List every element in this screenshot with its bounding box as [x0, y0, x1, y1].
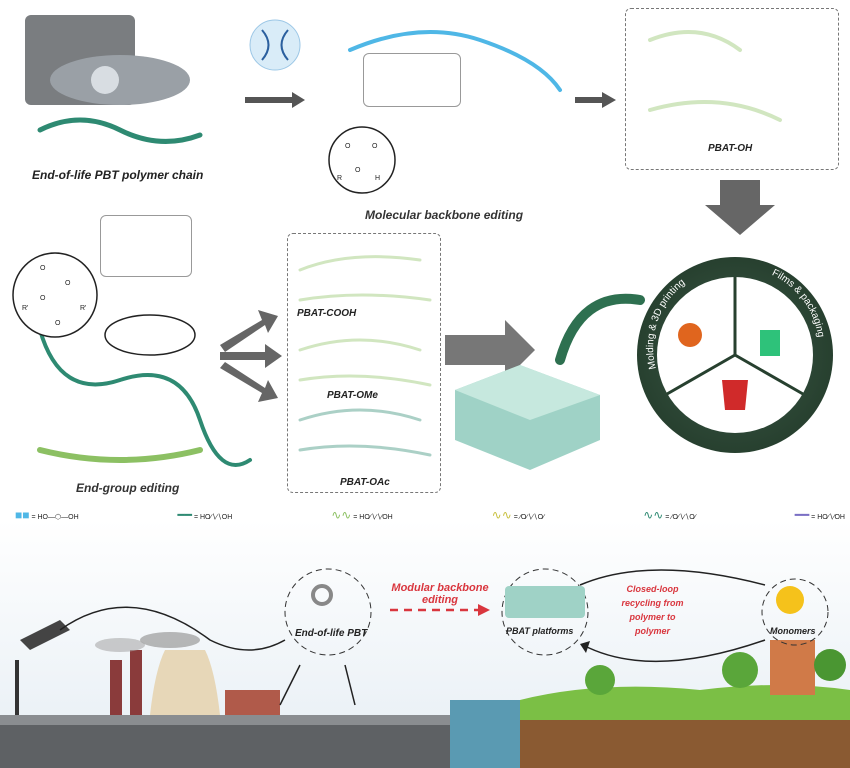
variant-cooh: PBAT-COOH	[297, 308, 357, 319]
dna-icon	[249, 19, 301, 71]
svg-text:R': R'	[80, 305, 86, 312]
monomers-label: Monomers	[770, 626, 816, 636]
endgroup-inset	[12, 252, 98, 338]
legend-item-butanediol-diacetate: ∿∿ = ∕O∕∖∕∖O∕	[643, 508, 696, 522]
pbat-oh-box	[625, 8, 839, 170]
backbone-inset	[328, 126, 396, 194]
filament-spool-icon	[678, 323, 702, 347]
platforms-circle	[501, 568, 589, 656]
pbt-scrap-image	[25, 15, 190, 105]
svg-text:O: O	[372, 143, 378, 150]
variants-box	[287, 233, 441, 493]
big-arrow-icon	[445, 320, 535, 380]
variant-ome: PBAT-OMe	[327, 390, 378, 401]
legend-item-dimethyl-adipate: ∿∿ = ∕O∕∖∕∖O∕	[491, 508, 545, 522]
svg-text:O: O	[65, 280, 71, 287]
legend-item-succinic-acid: ━━ = HO∕∖∕OH	[794, 508, 845, 522]
svg-text:R': R'	[22, 305, 28, 312]
end-of-life-circle	[284, 568, 372, 656]
variant-oac: PBAT-OAc	[340, 477, 390, 488]
repeat-unit-box	[363, 53, 461, 107]
legend-item-terephthalic-acid: ■■ = HO—⬡—OH	[15, 508, 79, 522]
svg-text:O: O	[55, 320, 61, 327]
polluted-landscape	[0, 620, 450, 768]
pbat-platforms-label: PBAT platforms	[506, 626, 574, 636]
monomers-circle	[761, 578, 829, 646]
legend-item-adipic-acid: ∿∿ = HO∕∖∕∖∕OH	[331, 508, 393, 522]
monomer-legend: ■■ = HO—⬡—OH ━━ = HO∕∖∕∖OH ∿∿ = HO∕∖∕∖∕O…	[15, 508, 845, 522]
backbone-editing-label: Molecular backbone editing	[365, 208, 524, 222]
end-group-editing-label: End-group editing	[76, 481, 180, 495]
tshirt-icon	[722, 380, 748, 410]
gear-icon	[311, 584, 333, 606]
pbat-mesh-block	[455, 365, 600, 470]
packaging-icon	[760, 330, 780, 356]
svg-text:O: O	[345, 143, 351, 150]
applications-wheel: Molding & 3D printing Films & packaging …	[637, 257, 833, 466]
pbat-oh-label: PBAT-OH	[708, 143, 753, 154]
svg-text:R: R	[337, 175, 342, 182]
pbt-chain-label: End-of-life PBT polymer chain	[32, 168, 204, 182]
branch-arrows-icon	[220, 310, 282, 402]
svg-text:O: O	[40, 265, 46, 272]
svg-text:H: H	[375, 175, 380, 182]
sun-icon	[776, 586, 804, 614]
end-of-life-pbt-label: End-of-life PBT	[295, 628, 368, 639]
down-arrow-icon	[705, 180, 775, 235]
svg-text:O: O	[40, 295, 46, 302]
endgroup-unit-box	[100, 215, 192, 277]
green-landscape	[520, 586, 850, 768]
legend-item-butanediol: ━━ = HO∕∖∕∖OH	[177, 508, 233, 522]
svg-text:O: O	[355, 167, 361, 174]
platforms-mesh-image	[505, 586, 585, 618]
